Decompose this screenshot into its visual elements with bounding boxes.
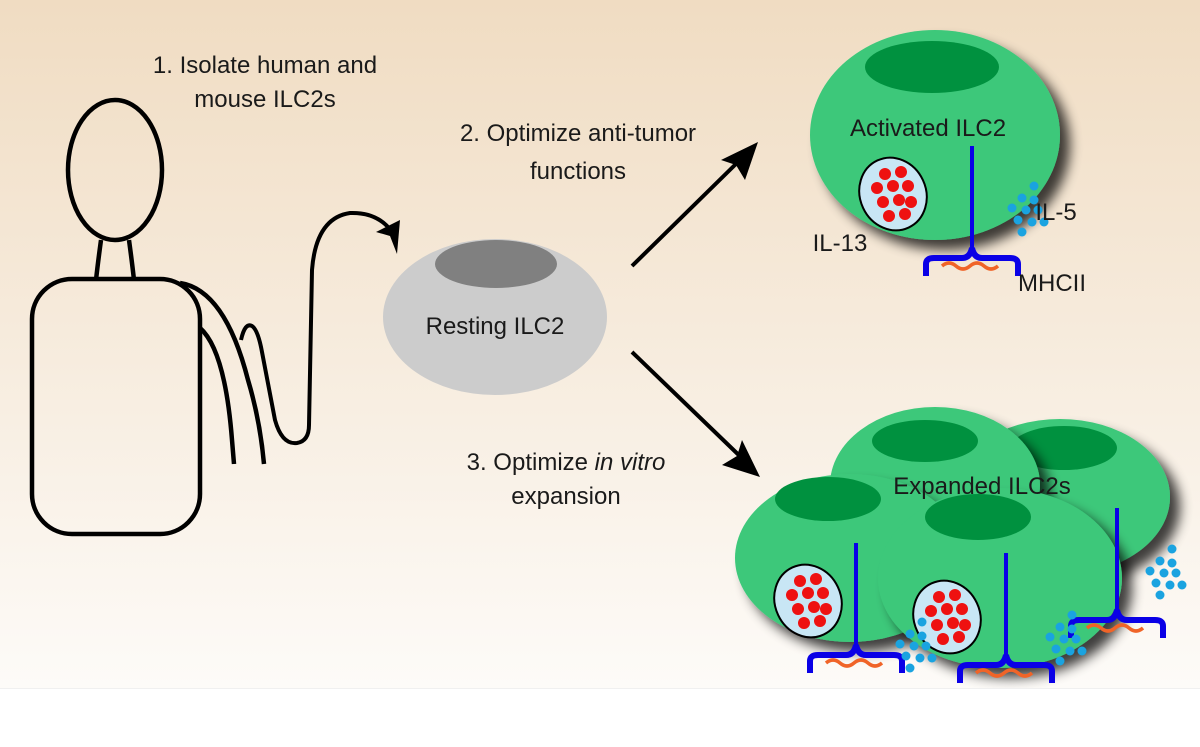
human-head [65,97,165,243]
activated-cell-nucleus [865,41,999,93]
expanded-cell-front-right [878,488,1122,668]
diagram-canvas: 1. Isolate human and mouse ILC2s 2. Opti… [0,0,1200,688]
expanded-ilc2s-label: Expanded ILC2s [893,473,1070,500]
expanded-ilc2-cluster: Expanded ILC2s [735,407,1187,683]
activated-ilc2-label: Activated ILC2 [850,115,1006,142]
resting-ilc2-cell: Resting ILC2 [383,239,607,395]
mhcii-label: MHCII [1018,270,1086,297]
step3-italic: in vitro [595,449,666,476]
step1-label-line1: 1. Isolate human and [153,52,377,79]
resting-cell-body [383,239,607,395]
arrowhead-expanded-icon [722,440,760,477]
arrow-to-activated [630,156,744,268]
il5-label: IL-5 [1035,199,1076,226]
bottom-margin [0,688,1200,747]
step1-label-line2: mouse ILC2s [194,86,335,113]
resting-cell-nucleus [435,240,557,288]
step3-label-line1: 3. Optimize in vitro [467,449,666,476]
human-torso [29,276,203,537]
human-arm-outer [179,280,267,465]
il13-label: IL-13 [813,230,868,257]
arrowhead-activated-icon [721,142,758,180]
activated-ilc2-cell: Activated ILC2 IL-13 IL-5 MHCII [810,30,1086,297]
sampling-arrow [239,210,394,446]
step3-prefix: 3. Optimize [467,449,595,476]
resting-ilc2-label: Resting ILC2 [426,313,565,340]
step2-label-line2: functions [530,158,626,185]
step2-label-line1: 2. Optimize anti-tumor [460,120,696,147]
human-arm-inner [198,326,237,465]
sampling-arrowhead-icon [376,220,400,254]
step3-label-line2: expansion [511,483,620,510]
arrow-to-expanded [630,350,748,464]
human-figure-icon [29,97,267,537]
